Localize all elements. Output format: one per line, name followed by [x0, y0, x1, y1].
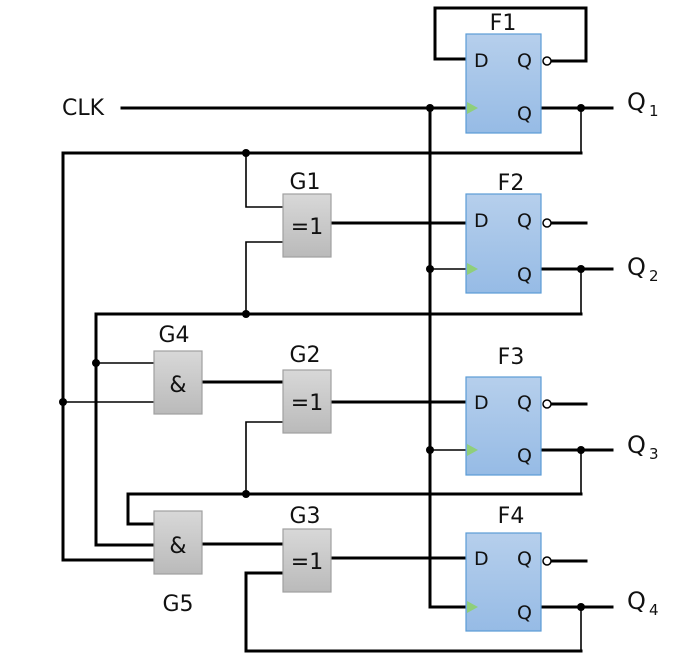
junction-dots	[59, 104, 585, 611]
junction-dot	[577, 446, 585, 454]
g4-body	[153, 350, 203, 415]
junction-dot	[426, 265, 434, 273]
g3-label: G3	[289, 504, 320, 529]
g4-symbol: &	[169, 373, 186, 398]
q2-label: Q	[627, 253, 646, 281]
f1-toggle-feedback	[433, 6, 588, 63]
inversion-bubble-icon	[542, 56, 552, 66]
clk-label: CLK	[62, 96, 105, 121]
f3-body	[465, 376, 542, 476]
q3-label: Q	[627, 431, 646, 459]
g5-label: G5	[162, 592, 193, 617]
flip-flop-f3: F3 D Q Q	[465, 345, 552, 476]
q1-feedback-bus	[61, 151, 583, 562]
f4-body	[465, 532, 542, 632]
f3-label: F3	[498, 345, 525, 370]
g1-symbol: =1	[291, 215, 323, 240]
f2-body	[465, 193, 542, 294]
f1-q-pin: Q	[517, 103, 532, 125]
g2-label: G2	[289, 343, 320, 368]
junction-dot	[426, 104, 434, 112]
inversion-bubble-icon	[542, 556, 552, 566]
q2-subscript: 2	[649, 267, 659, 285]
g2-symbol: =1	[291, 391, 323, 416]
f1-qbar-pin: Q	[517, 50, 532, 72]
f3-d-pin: D	[474, 392, 489, 414]
q1-to-g1	[245, 153, 283, 208]
output-q2-label: Q 2	[627, 253, 659, 285]
junction-dot	[577, 603, 585, 611]
q3-subscript: 3	[649, 445, 659, 463]
f4-d-pin: D	[474, 548, 489, 570]
clock-triangle-icon	[467, 601, 478, 613]
flip-flop-f4: F4 D Q Q	[465, 504, 552, 632]
q1-subscript: 1	[649, 102, 659, 120]
q4-label: Q	[627, 587, 646, 615]
f1-body	[465, 33, 542, 134]
q2-to-g1	[245, 241, 283, 314]
flip-flop-f2: F2 D Q Q	[465, 171, 552, 294]
junction-dot	[92, 359, 100, 367]
junction-dot	[577, 104, 585, 112]
output-q3-label: Q 3	[627, 431, 659, 463]
g3-symbol: =1	[291, 550, 323, 575]
g2-body	[282, 369, 332, 434]
junction-dot	[426, 446, 434, 454]
f1-d-pin: D	[474, 50, 489, 72]
junction-dot	[59, 398, 67, 406]
clock-triangle-icon	[467, 263, 478, 275]
q4-subscript: 4	[649, 601, 659, 619]
q3-feedback-bus	[126, 492, 583, 526]
output-q4-label: Q 4	[627, 587, 659, 619]
gate-g4: G4 &	[153, 323, 203, 415]
junction-dot	[242, 310, 250, 318]
f2-q-pin: Q	[517, 264, 532, 286]
g4-label: G4	[158, 323, 189, 348]
junction-dot	[242, 490, 250, 498]
junction-dot	[242, 149, 250, 157]
clock-triangle-icon	[467, 102, 478, 114]
f4-label: F4	[498, 504, 525, 529]
gate-g1: G1 =1	[282, 170, 332, 258]
inversion-bubble-icon	[542, 399, 552, 409]
q1-label: Q	[627, 88, 646, 116]
gate-g3: G3 =1	[282, 504, 332, 593]
f2-d-pin: D	[474, 210, 489, 232]
f4-qbar-pin: Q	[517, 548, 532, 570]
f4-q-pin: Q	[517, 602, 532, 624]
flip-flop-f1: F1 D Q Q	[465, 11, 552, 134]
gate-g2: G2 =1	[282, 343, 332, 434]
q2-feedback-bus	[94, 312, 583, 547]
f3-q-pin: Q	[517, 445, 532, 467]
f2-qbar-pin: Q	[517, 210, 532, 232]
f3-qbar-pin: Q	[517, 392, 532, 414]
junction-dot	[577, 265, 585, 273]
g1-body	[282, 193, 332, 258]
f1-label: F1	[490, 11, 517, 36]
g1-label: G1	[289, 170, 320, 195]
q3-to-g2	[245, 421, 283, 494]
inversion-bubble-icon	[542, 218, 552, 228]
g5-symbol: &	[169, 534, 186, 559]
output-q1-label: Q 1	[627, 88, 659, 120]
f2-label: F2	[498, 171, 525, 196]
gate-g5: G5 &	[153, 510, 203, 617]
clock-triangle-icon	[467, 444, 478, 456]
g5-body	[153, 510, 203, 575]
g3-body	[282, 528, 332, 593]
q4-feedback-bus	[244, 571, 583, 653]
